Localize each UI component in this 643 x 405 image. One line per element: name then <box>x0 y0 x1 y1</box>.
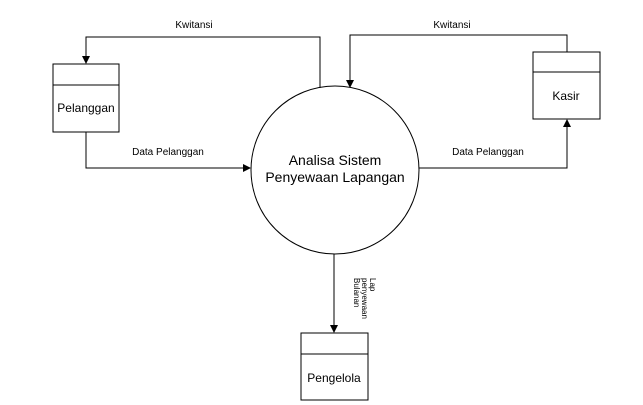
entity-kasir: Kasir <box>532 51 601 120</box>
flow-kwitansi-left: Kwitansi <box>82 20 321 88</box>
flow-kwitansi-right-label: Kwitansi <box>433 20 470 31</box>
entity-kasir-label: Kasir <box>552 89 579 103</box>
flow-data-pelanggan-right-label: Data Pelanggan <box>452 147 524 158</box>
flow-lap-penyewaan-label: Lap penyewaan Bulanan <box>352 278 377 319</box>
flow-lap-label-line3: Bulanan <box>352 278 361 307</box>
entity-pengelola: Pengelola <box>300 332 369 401</box>
process-title-line2: Penyewaan Lapangan <box>265 169 404 185</box>
flow-lap-label-line2: penyewaan <box>360 278 369 319</box>
process-circle: Analisa Sistem Penyewaan Lapangan <box>250 85 420 255</box>
entity-pelanggan-label: Pelanggan <box>57 101 114 115</box>
flow-data-pelanggan-left-label: Data Pelanggan <box>132 147 204 158</box>
entity-pengelola-label: Pengelola <box>307 371 361 385</box>
flow-lap-label-line1: Lap <box>368 278 377 292</box>
flow-data-pelanggan-left: Data Pelanggan <box>85 132 251 172</box>
flow-kwitansi-right: Kwitansi <box>346 20 568 88</box>
process-title-line1: Analisa Sistem <box>289 152 382 168</box>
flow-data-pelanggan-right: Data Pelanggan <box>419 119 571 169</box>
flow-lap-penyewaan: Lap penyewaan Bulanan <box>330 254 377 333</box>
entity-pelanggan: Pelanggan <box>52 63 120 133</box>
flow-kwitansi-left-label: Kwitansi <box>175 20 212 31</box>
